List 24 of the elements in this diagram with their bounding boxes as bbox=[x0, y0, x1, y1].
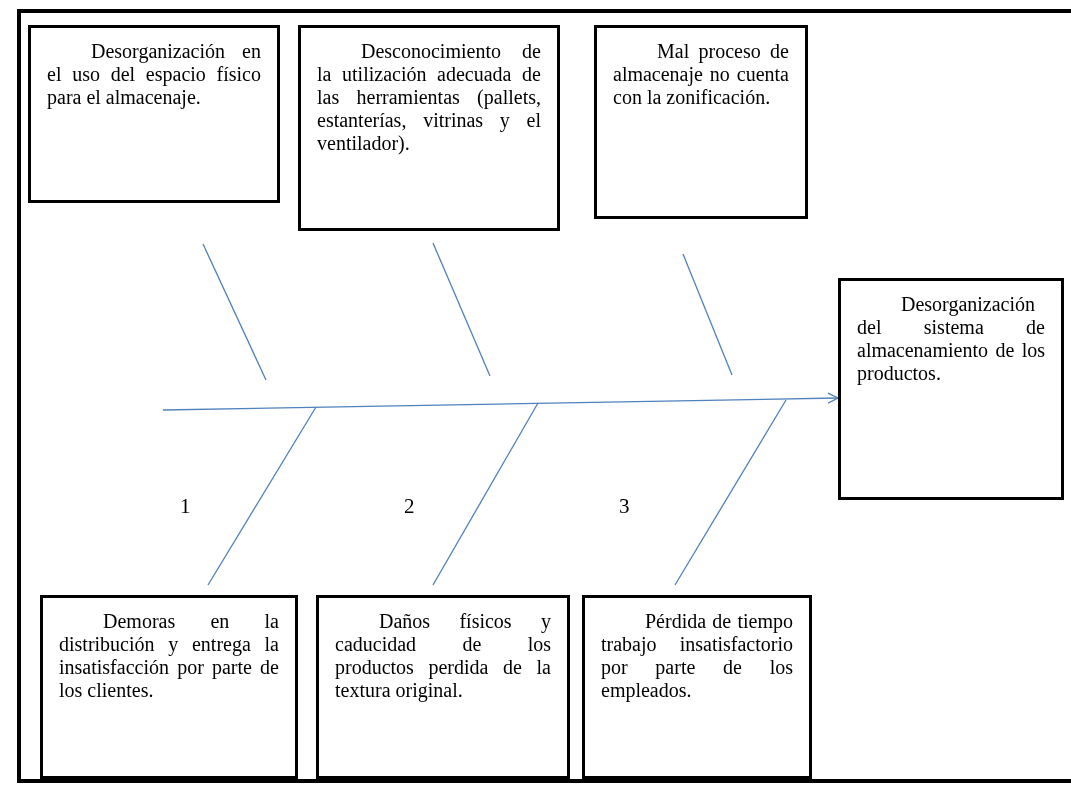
bone-line bbox=[682, 253, 733, 376]
bone-line bbox=[432, 242, 491, 377]
cause-box bbox=[594, 25, 808, 219]
cause-text: Demoras en la distribución y entrega la insatisfacción por parte de los clientes. bbox=[59, 610, 279, 702]
cause-text: Pérdida de tiempo trabajo insatisfactorio por parte de los empleados. bbox=[601, 610, 793, 702]
cause-box bbox=[582, 595, 812, 779]
effect-text: Desorganización del sistema de almacenamiento de los productos. bbox=[857, 293, 1045, 385]
bone-line bbox=[432, 402, 539, 586]
effect-box bbox=[838, 278, 1064, 500]
cause-text: Daños físicos y caducidad de los productos perdida de la textura original. bbox=[335, 610, 551, 702]
category-number: 1 bbox=[180, 494, 191, 519]
bone-line bbox=[674, 399, 787, 586]
cause-text: Desconocimiento de la utilización adecuada de las herramientas (pallets, estanterías, vitrinas y el ventilador). bbox=[317, 40, 541, 155]
category-number: 3 bbox=[619, 494, 630, 519]
cause-box bbox=[298, 25, 560, 231]
cause-text: Desorganización en el uso del espacio físico para el almacenaje. bbox=[47, 40, 261, 109]
cause-box bbox=[40, 595, 298, 779]
spine-arrow bbox=[162, 392, 839, 411]
cause-box bbox=[316, 595, 570, 779]
cause-box bbox=[28, 25, 280, 203]
bone-line bbox=[202, 243, 267, 381]
cause-text: Mal proceso de almacenaje no cuenta con la zonificación. bbox=[613, 40, 789, 109]
category-number: 2 bbox=[404, 494, 415, 519]
bone-line bbox=[207, 406, 317, 586]
